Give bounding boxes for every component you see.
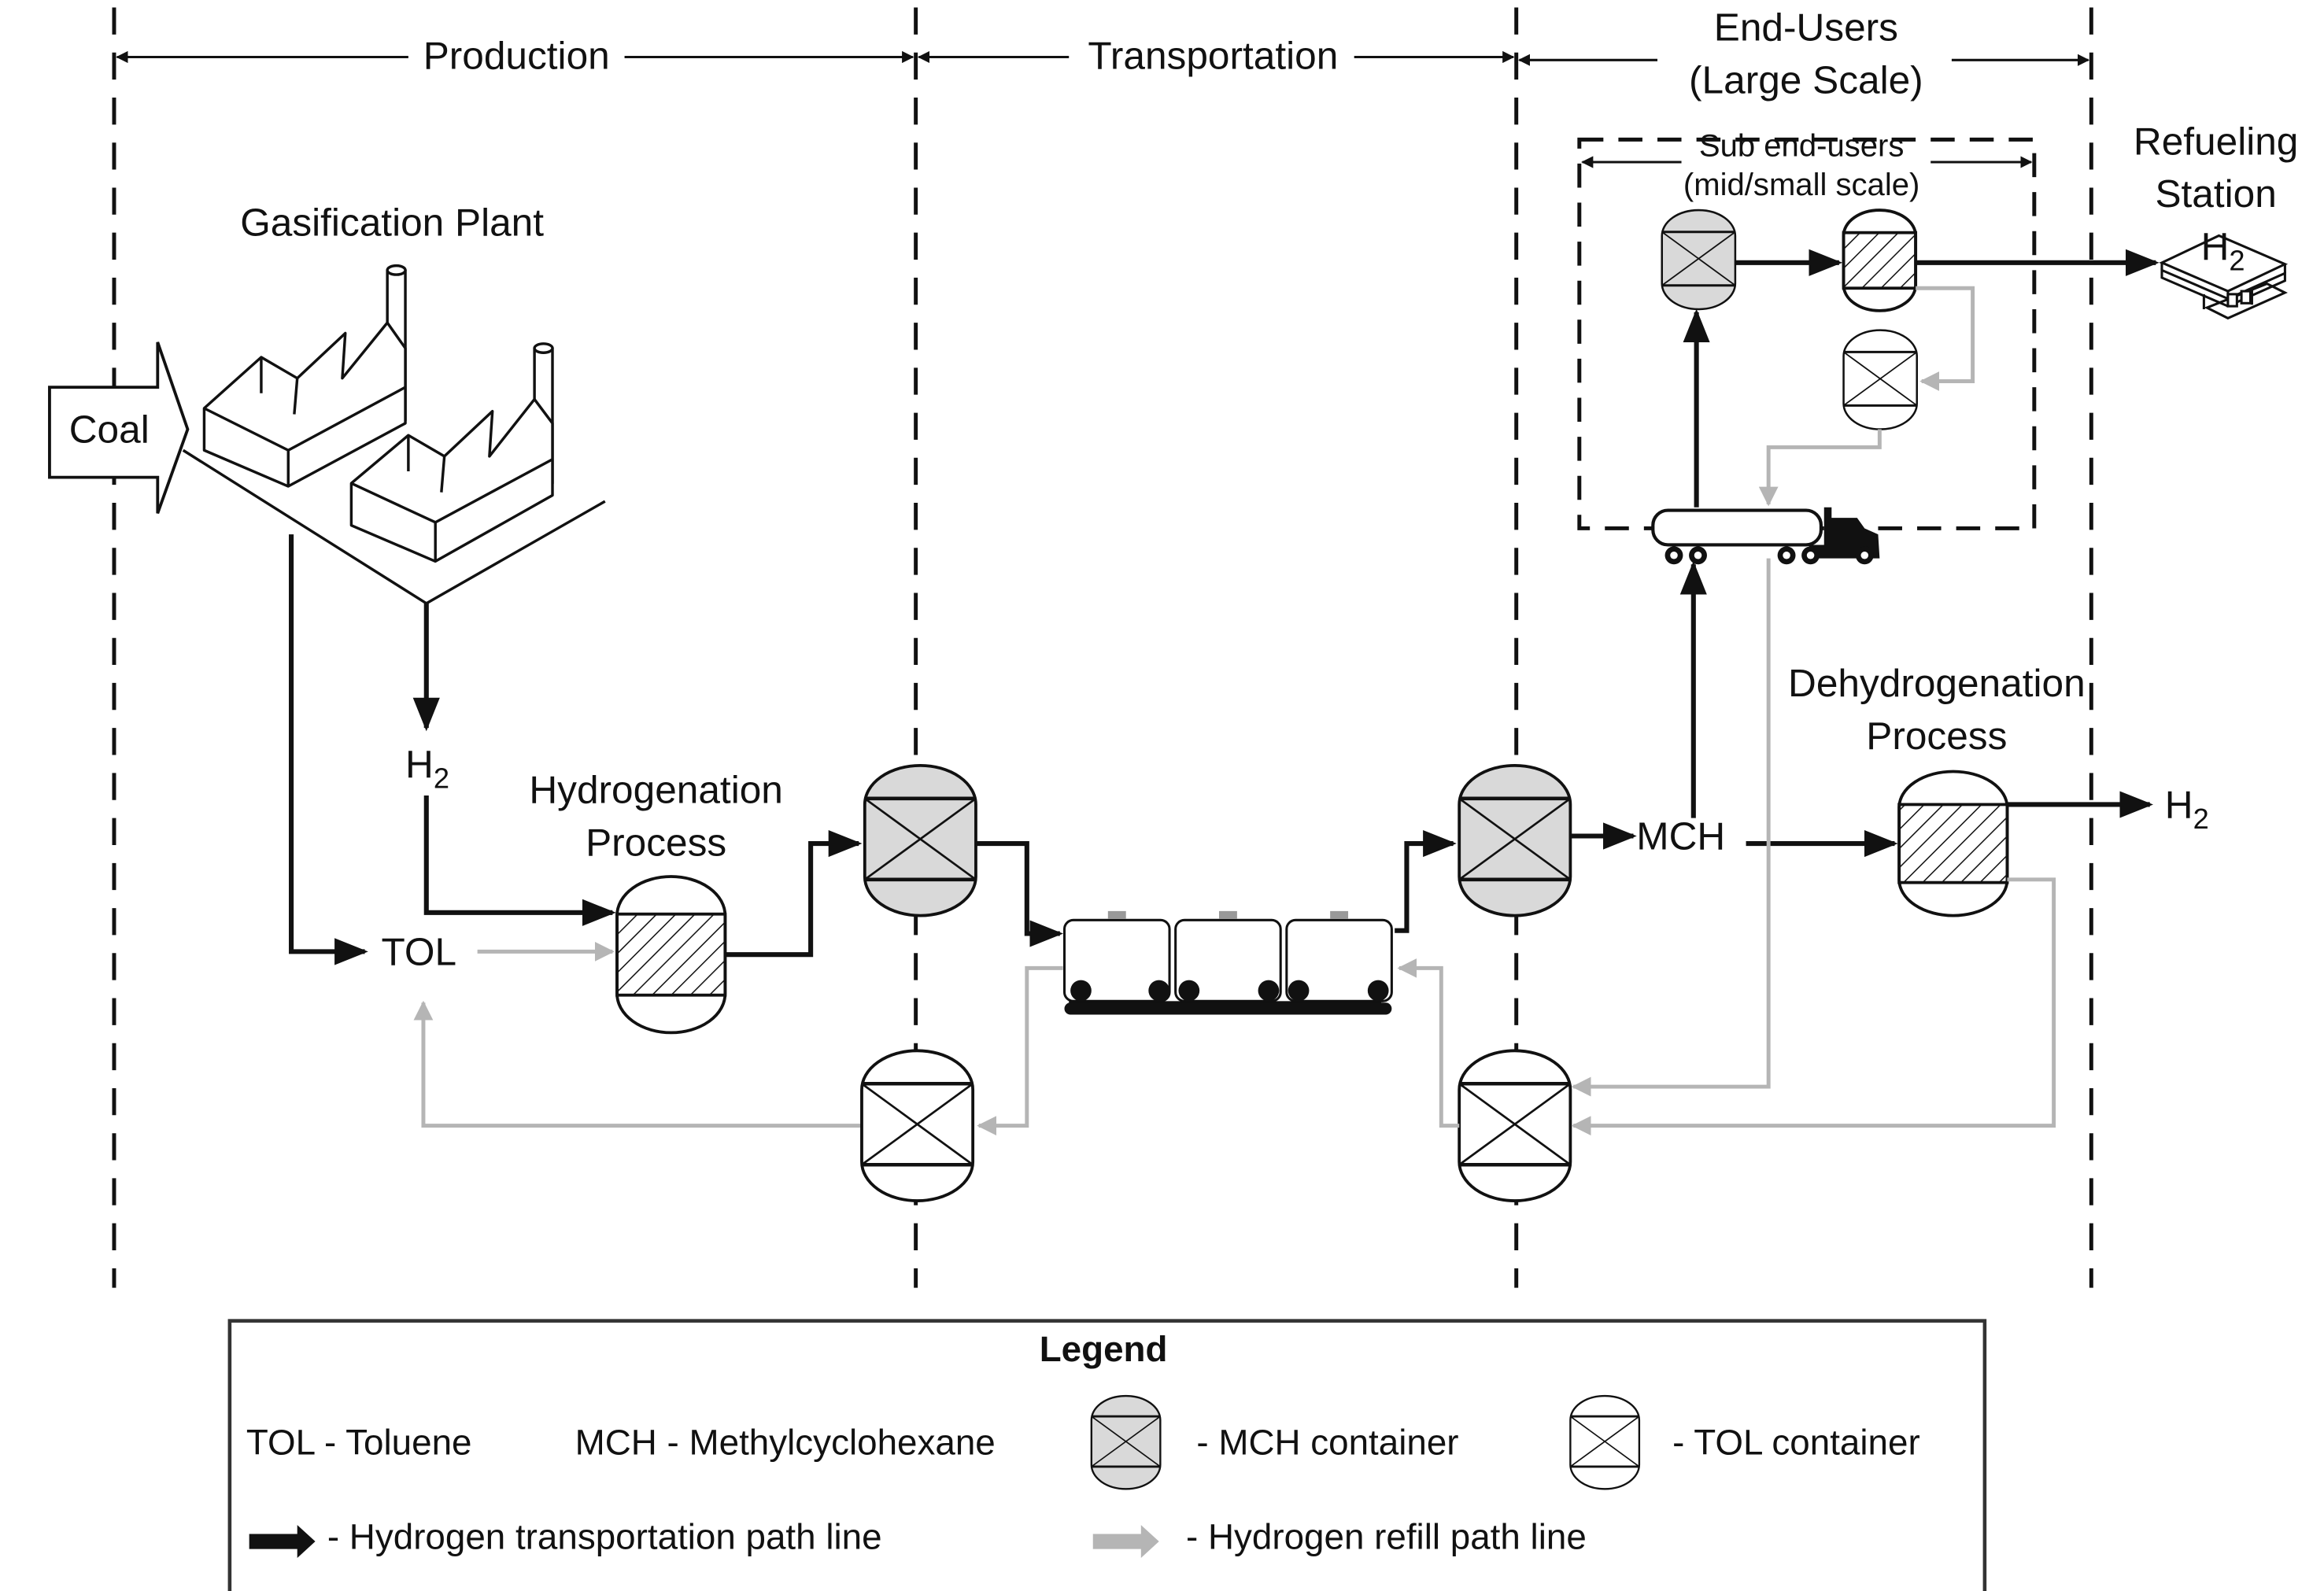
tol-container-sub-end-users (1842, 329, 1919, 431)
hydrogenation-process-label: Process (586, 820, 726, 864)
mch-container-sub-end-users (1661, 209, 1737, 311)
coal-input-arrow (48, 341, 190, 515)
tol-production-to-tol-label-refill-line (413, 1000, 862, 1128)
legend-tol-container-label: - TOL container (1672, 1422, 1920, 1462)
train-to-mch-line (1395, 829, 1457, 933)
legend-refill-arrow-icon (1092, 1525, 1159, 1559)
refueling-station-icon (2159, 234, 2289, 320)
sub-end-users-label: Sub end-users (1699, 128, 1904, 163)
dehydrogenation-process-label: Process (1866, 714, 2007, 758)
legend-transport-arrow-icon (249, 1525, 316, 1559)
legend-refill-path-label: - Hydrogen refill path line (1186, 1517, 1587, 1557)
mch-container-production (865, 766, 976, 916)
tol-container-production (862, 1050, 973, 1201)
tol-label: TOL (382, 930, 457, 974)
h2-label-production: H2 (405, 742, 449, 794)
tol-end-users-to-train-refill-line (1397, 958, 1460, 1128)
legend-title: Legend (1040, 1329, 1168, 1369)
sub-dehydrogenation-to-tol-refill-line (1916, 286, 1975, 391)
legend-mch-container-label: - MCH container (1196, 1422, 1458, 1462)
h2-to-hydrogenation-line (423, 796, 616, 926)
mch-container-end-users (1459, 766, 1570, 916)
dehydrogenation-unit-sub-end-users (1842, 209, 1918, 312)
coal-label: Coal (69, 408, 150, 452)
legend-transport-path-label: - Hydrogen transportation path line (327, 1517, 882, 1557)
dehydrogenation-reactor (1897, 770, 2009, 917)
gasification-plant-label: Gasification Plant (240, 200, 544, 244)
section-label-end-users: End-Users (1714, 6, 1898, 50)
refueling-label: Refueling (2134, 119, 2298, 163)
refueling-station-label: Station (2155, 172, 2276, 216)
sub-tol-to-truck-refill-line (1758, 429, 1882, 507)
section-label-transportation: Transportation (1088, 34, 1338, 78)
legend-tol-container-icon (1568, 1394, 1641, 1490)
h2-output-label: H2 (2165, 783, 2209, 835)
section-label-production: Production (423, 34, 610, 78)
hydrogenation-reactor (615, 875, 727, 1035)
legend-mch-definition: MCH - Methylcyclohexane (575, 1422, 996, 1462)
legend-mch-container-icon (1090, 1394, 1162, 1490)
plant-to-tol-line (289, 534, 368, 965)
mch-label: MCH (1636, 814, 1725, 858)
legend: Legend TOL - Toluene MCH - Methylcyclohe… (227, 1319, 1987, 1591)
legend-tol-definition: TOL - Toluene (246, 1422, 472, 1462)
hydrogenation-label: Hydrogenation (529, 768, 782, 812)
rail-tanker-icon (1062, 910, 1393, 1015)
gasification-plant-icon (182, 264, 606, 605)
mch-to-train-line (975, 840, 1064, 947)
sub-end-users-scale-label: (mid/small scale) (1683, 168, 1919, 202)
tanker-truck-icon (1651, 507, 1880, 565)
dehydrogenation-label: Dehydrogenation (1788, 661, 2086, 705)
train-to-tol-production-refill-line (977, 965, 1063, 1136)
truck-to-tol-refill-line (1571, 558, 1771, 1097)
section-label-large-scale: (Large Scale) (1689, 57, 1923, 102)
hydrogenation-to-mch-line (725, 829, 863, 958)
dehydrogenation-to-tol-refill-line (1571, 877, 2056, 1136)
refueling-h2-label: H2 (2201, 224, 2245, 276)
tol-container-end-users (1459, 1050, 1570, 1201)
